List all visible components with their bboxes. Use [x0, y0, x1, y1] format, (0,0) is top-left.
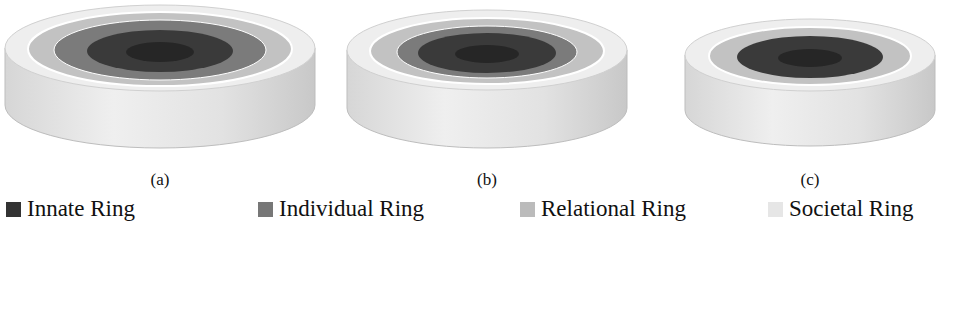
legend-text: Relational Ring	[541, 196, 686, 222]
legend-text: Societal Ring	[789, 196, 914, 222]
cylinder-a	[5, 5, 315, 148]
cylinder-b	[347, 10, 627, 148]
legend-swatch	[768, 202, 783, 217]
legend-item: Relational Ring	[520, 196, 686, 222]
legend-item: Innate Ring	[6, 196, 135, 222]
panel-label: (b)	[477, 170, 497, 190]
panel-label: (a)	[151, 170, 170, 190]
legend-item: Individual Ring	[258, 196, 424, 222]
legend-swatch	[520, 202, 535, 217]
cylinder-c	[685, 19, 935, 146]
legend-item: Societal Ring	[768, 196, 914, 222]
legend-text: Individual Ring	[279, 196, 424, 222]
legend-text: Innate Ring	[27, 196, 135, 222]
panel-label: (c)	[801, 170, 820, 190]
legend-swatch	[258, 202, 273, 217]
legend-swatch	[6, 202, 21, 217]
